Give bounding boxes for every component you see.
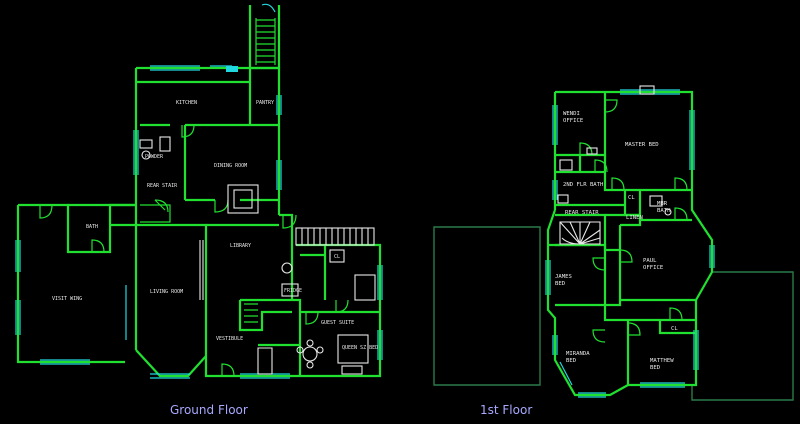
ground-floor-plan: KITCHEN PANTRY DINING ROOM POWDER REAR S… bbox=[15, 3, 383, 417]
label-dining: DINING ROOM bbox=[214, 163, 247, 169]
linen-walls bbox=[605, 213, 642, 227]
label-rear-stair: REAR STAIR bbox=[147, 183, 178, 189]
label-mbr-bath-1: MBR bbox=[657, 201, 668, 207]
ground-floor-title: Ground Floor bbox=[170, 403, 248, 417]
label-kitchen: KITCHEN bbox=[176, 100, 197, 106]
first-floor-plan: WENDI OFFICE MASTER BED 2ND FLR BATH CL … bbox=[433, 85, 794, 417]
label-flr-bath: 2ND FLR BATH bbox=[563, 182, 603, 188]
ground-fixtures bbox=[139, 66, 376, 375]
living-bay bbox=[135, 349, 207, 378]
label-pantry: PANTRY bbox=[256, 100, 274, 106]
library-walls bbox=[206, 213, 294, 302]
ground-windows bbox=[15, 65, 383, 379]
label-matthew-2: BED bbox=[650, 365, 661, 371]
label-miranda-2: BED bbox=[566, 358, 577, 364]
label-first-cl-2: CL bbox=[671, 326, 678, 332]
label-master-bed: MASTER BED bbox=[625, 142, 659, 148]
bath-walls bbox=[68, 203, 136, 227]
first-windows bbox=[545, 89, 715, 398]
first-fixtures bbox=[557, 85, 672, 216]
label-visit-wing: VISIT WING bbox=[52, 296, 82, 302]
label-wendi-1: WENDI bbox=[563, 111, 580, 117]
miranda-bed-walls bbox=[603, 305, 696, 385]
label-wendi-2: OFFICE bbox=[563, 118, 584, 124]
label-library: LIBRARY bbox=[230, 243, 251, 249]
dining-walls bbox=[183, 125, 279, 202]
matthew-cl-walls bbox=[658, 320, 696, 335]
label-james-1: JAMES bbox=[555, 274, 572, 280]
porch bbox=[295, 227, 375, 246]
label-first-cl-1: CL bbox=[628, 195, 635, 201]
label-matthew-1: MATTHEW bbox=[650, 358, 674, 364]
first-doors bbox=[579, 99, 688, 343]
label-living: LIVING ROOM bbox=[150, 289, 183, 295]
master-bed-walls bbox=[603, 155, 692, 205]
ground-doors bbox=[39, 124, 349, 377]
label-vestibule: VESTIBULE bbox=[216, 336, 243, 342]
label-mbr-bath-2: BATH bbox=[657, 208, 670, 214]
exterior-stair bbox=[248, 3, 281, 70]
label-powder: POWDER bbox=[145, 154, 164, 160]
label-guest-suite: GUEST SUITE bbox=[321, 320, 354, 326]
label-miranda-1: MIRANDA bbox=[566, 351, 590, 357]
label-ground-cl: CL bbox=[334, 254, 340, 260]
label-paul-1: PAUL bbox=[643, 258, 657, 264]
kitchen-pantry-divider bbox=[140, 82, 279, 127]
center-walls bbox=[134, 223, 230, 378]
label-james-2: BED bbox=[555, 281, 566, 287]
label-paul-2: OFFICE bbox=[643, 265, 664, 271]
roof-outline-west bbox=[433, 226, 541, 386]
interior-stair-walls bbox=[238, 300, 292, 332]
label-fridge: FRIDGE bbox=[284, 288, 302, 294]
first-floor-title: 1st Floor bbox=[480, 403, 532, 417]
label-bath: BATH bbox=[86, 224, 98, 230]
first-rear-stair bbox=[559, 221, 601, 245]
visit-wing-walls bbox=[16, 203, 136, 364]
james-bed-walls bbox=[548, 243, 622, 307]
label-linen: LINEN bbox=[626, 215, 643, 221]
roof-outline-east bbox=[691, 271, 794, 401]
label-first-rear-stair: REAR STAIR bbox=[565, 210, 599, 216]
flr-bath-walls bbox=[555, 170, 625, 207]
first-exterior-walls bbox=[546, 90, 714, 397]
label-queen-bed: QUEEN SZ BED bbox=[342, 345, 378, 351]
